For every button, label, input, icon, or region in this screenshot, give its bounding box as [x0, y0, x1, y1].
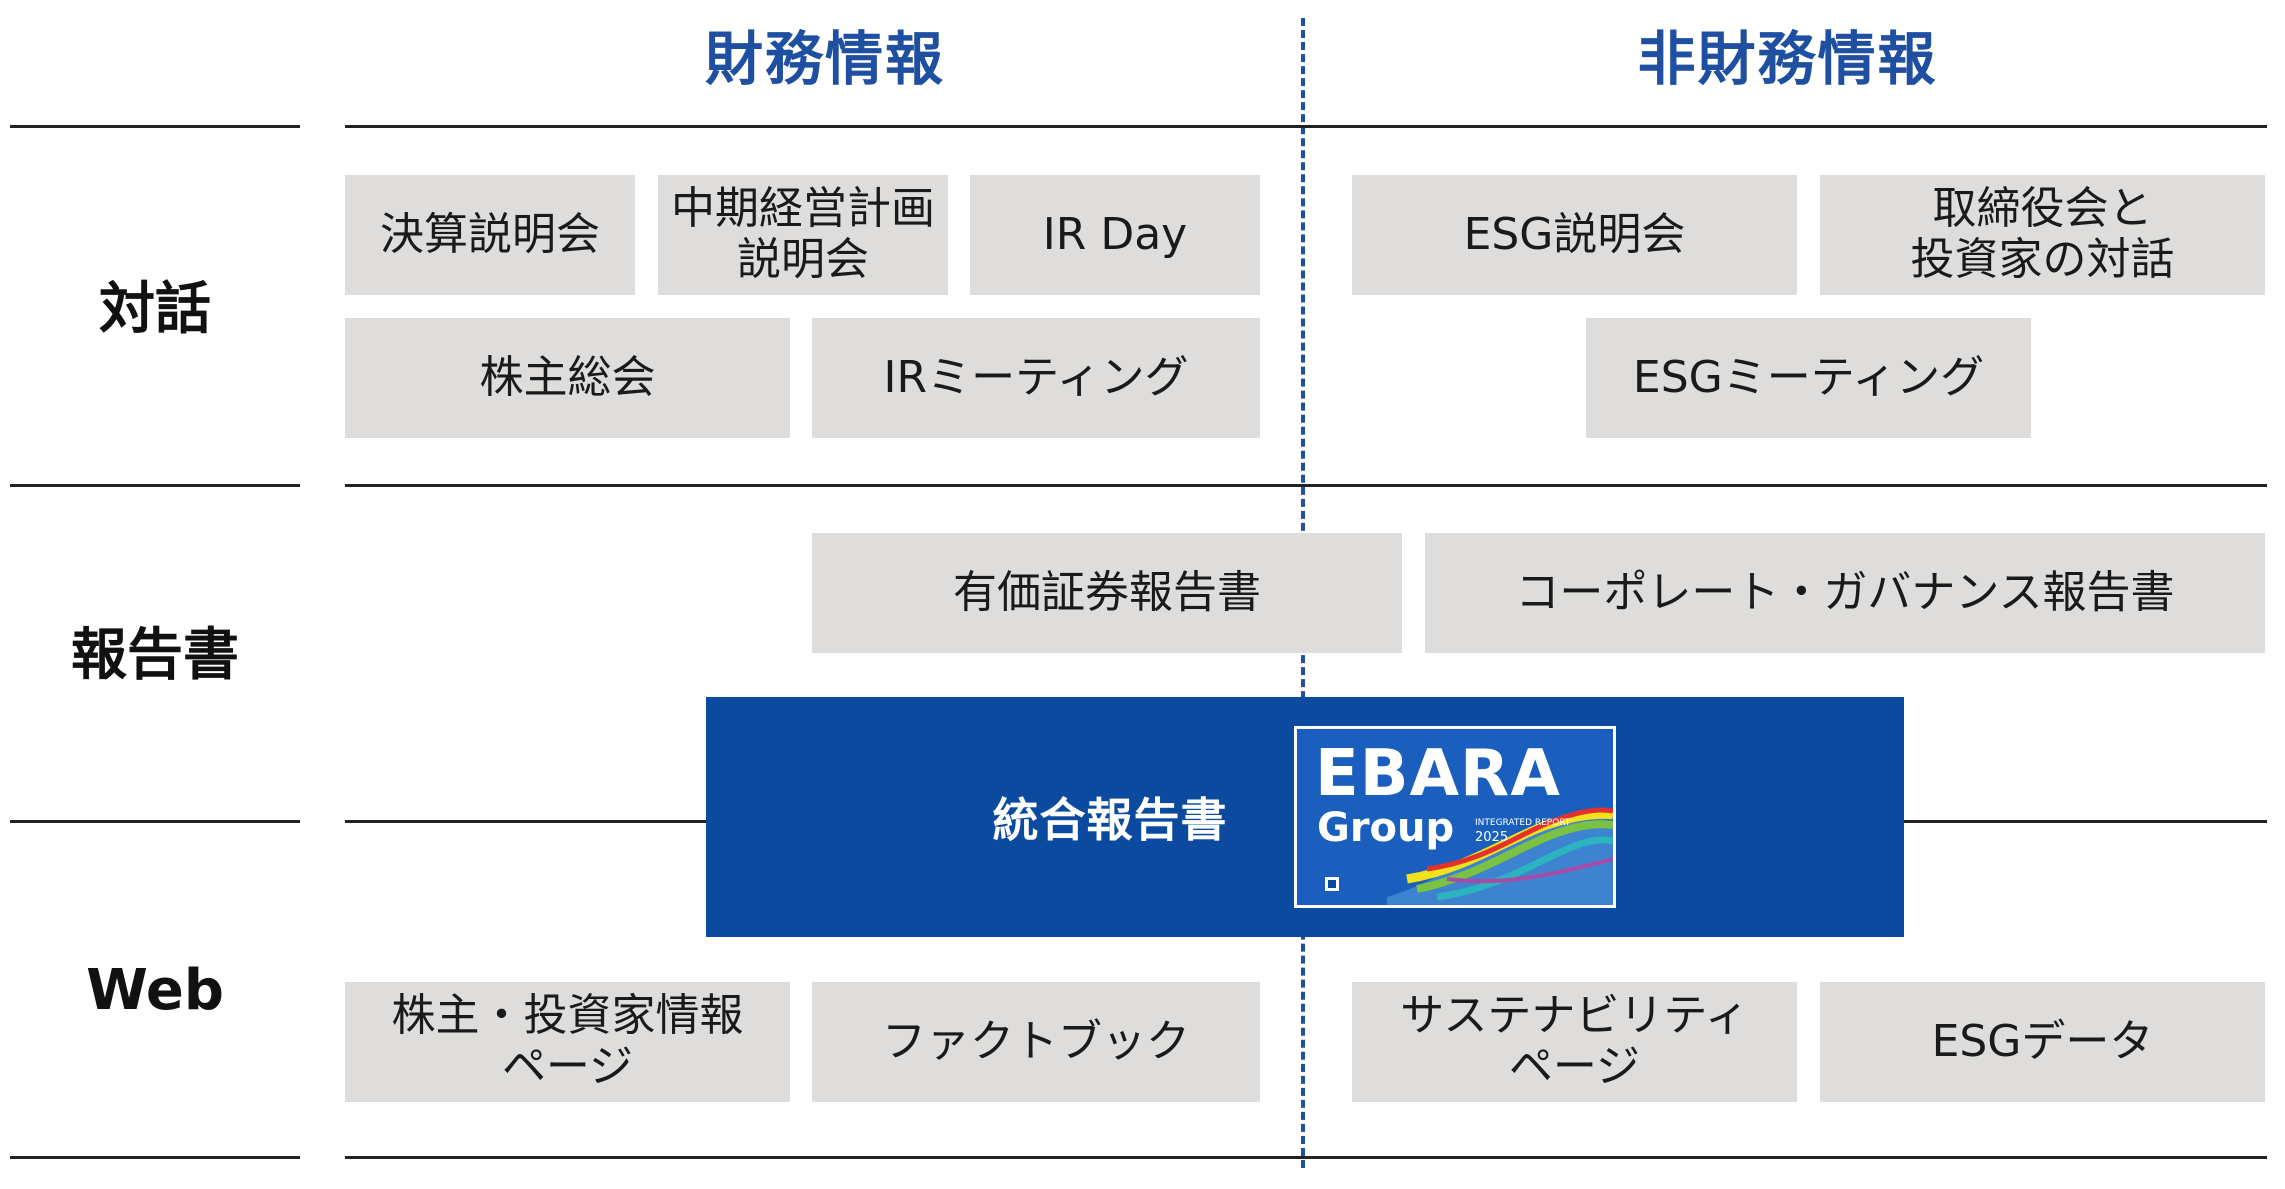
- sustainability-page-label: サステナビリティ ページ: [1400, 990, 1749, 1092]
- non-financial-info-header: 非財務情報: [1637, 25, 1938, 93]
- cover-report-caption: INTEGRATED REPORT: [1475, 818, 1571, 828]
- ir-day-box: IR Day: [970, 175, 1260, 295]
- mid-term-plan-briefing-box: 中期経営計画 説明会: [658, 175, 948, 295]
- esg-data-label: ESGデータ: [1931, 1015, 2154, 1067]
- securities-report-label: 有価証券報告書: [953, 566, 1261, 618]
- director-investor-dialogue-label: 取締役会と 投資家の対話: [1910, 183, 2175, 285]
- governance-report-box: コーポレート・ガバナンス報告書: [1425, 533, 2265, 653]
- securities-report-box: 有価証券報告書: [812, 533, 1402, 653]
- row-label-reports: 報告書: [71, 622, 239, 688]
- governance-report-label: コーポレート・ガバナンス報告書: [1515, 566, 2175, 618]
- financial-results-briefing-box: 決算説明会: [345, 175, 635, 295]
- financial-info-header: 財務情報: [704, 25, 945, 93]
- esg-meeting-box: ESGミーティング: [1586, 318, 2031, 438]
- row-label-dialogue: 対話: [99, 277, 211, 342]
- integrated-report-cover: EBARA Group INTEGRATED REPORT 2025: [1294, 726, 1616, 908]
- rule-bottom-left: [10, 1156, 300, 1159]
- row-label-web: Web: [86, 957, 224, 1023]
- investor-page-box: 株主・投資家情報 ページ: [345, 982, 790, 1102]
- shareholders-meeting-box: 株主総会: [345, 318, 790, 438]
- shareholders-meeting-label: 株主総会: [479, 351, 656, 403]
- ir-meeting-label: IRミーティング: [883, 351, 1189, 403]
- cover-logo-square: [1325, 877, 1339, 891]
- rule-top-left: [10, 125, 300, 128]
- sustainability-page-box: サステナビリティ ページ: [1352, 982, 1797, 1102]
- ir-day-label: IR Day: [1042, 208, 1188, 260]
- rule-dialogue: [345, 484, 2267, 487]
- cover-year: 2025: [1475, 830, 1509, 845]
- cover-group-text: Group: [1317, 805, 1455, 851]
- director-investor-dialogue-box: 取締役会と 投資家の対話: [1820, 175, 2265, 295]
- financial-results-briefing-label: 決算説明会: [380, 208, 600, 260]
- cover-brand-text: EBARA: [1315, 737, 1561, 811]
- fact-book-box: ファクトブック: [812, 982, 1260, 1102]
- esg-meeting-label: ESGミーティング: [1632, 351, 1985, 403]
- esg-briefing-label: ESG説明会: [1463, 208, 1686, 260]
- rule-dialogue-left: [10, 484, 300, 487]
- cover-waves-graphic: [1387, 807, 1613, 905]
- rule-reports-left: [10, 820, 300, 823]
- investor-page-label: 株主・投資家情報 ページ: [391, 990, 744, 1092]
- integrated-report-label: 統合報告書: [992, 793, 1228, 847]
- fact-book-label: ファクトブック: [882, 1015, 1190, 1067]
- rule-bottom: [345, 1156, 2267, 1159]
- mid-term-plan-briefing-label: 中期経営計画 説明会: [671, 183, 935, 285]
- esg-briefing-box: ESG説明会: [1352, 175, 1797, 295]
- esg-data-box: ESGデータ: [1820, 982, 2265, 1102]
- ir-meeting-box: IRミーティング: [812, 318, 1260, 438]
- rule-top: [345, 125, 2267, 128]
